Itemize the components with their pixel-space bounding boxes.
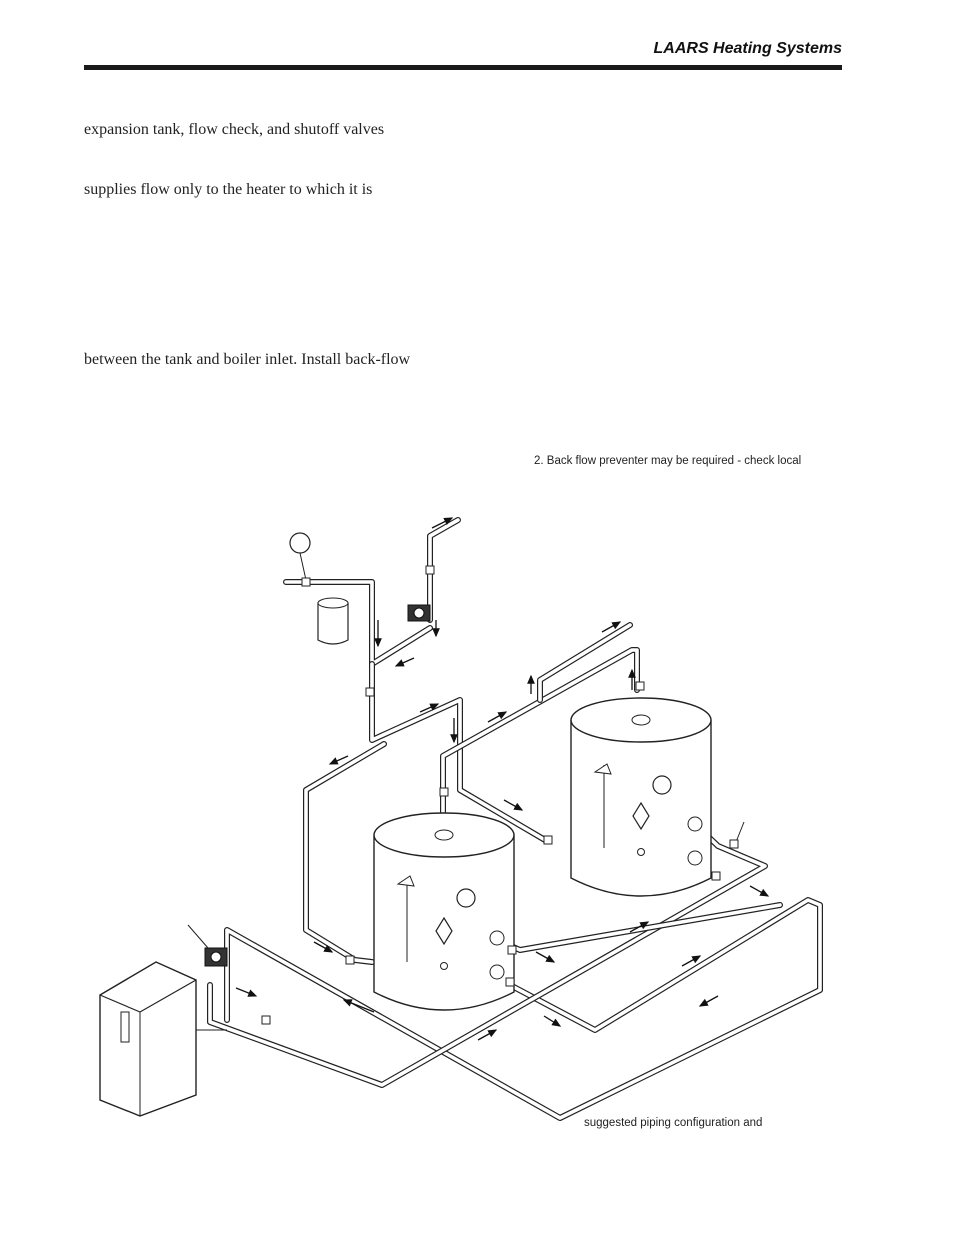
flow-arrows bbox=[235, 517, 770, 1041]
expansion-tank bbox=[289, 532, 349, 645]
boiler bbox=[99, 961, 227, 1117]
circulator-pump-boiler bbox=[187, 924, 228, 967]
body-text-line-3: between the tank and boiler inlet. Insta… bbox=[84, 351, 411, 368]
storage-tank-1 bbox=[373, 812, 515, 1011]
valves bbox=[261, 565, 739, 1025]
body-text-line-1: expansion tank, flow check, and shutoff … bbox=[84, 121, 385, 138]
storage-tank-2 bbox=[570, 697, 745, 897]
figure-caption: suggested piping configuration and bbox=[584, 1117, 763, 1129]
brand-header: LAARS Heating Systems bbox=[653, 40, 843, 57]
pipe-network bbox=[207, 517, 823, 1121]
header-rule bbox=[84, 65, 842, 70]
circulator-pump-top bbox=[407, 604, 431, 622]
note-backflow: 2. Back flow preventer may be required -… bbox=[534, 455, 802, 467]
body-text-line-2: supplies flow only to the heater to whic… bbox=[84, 181, 373, 198]
